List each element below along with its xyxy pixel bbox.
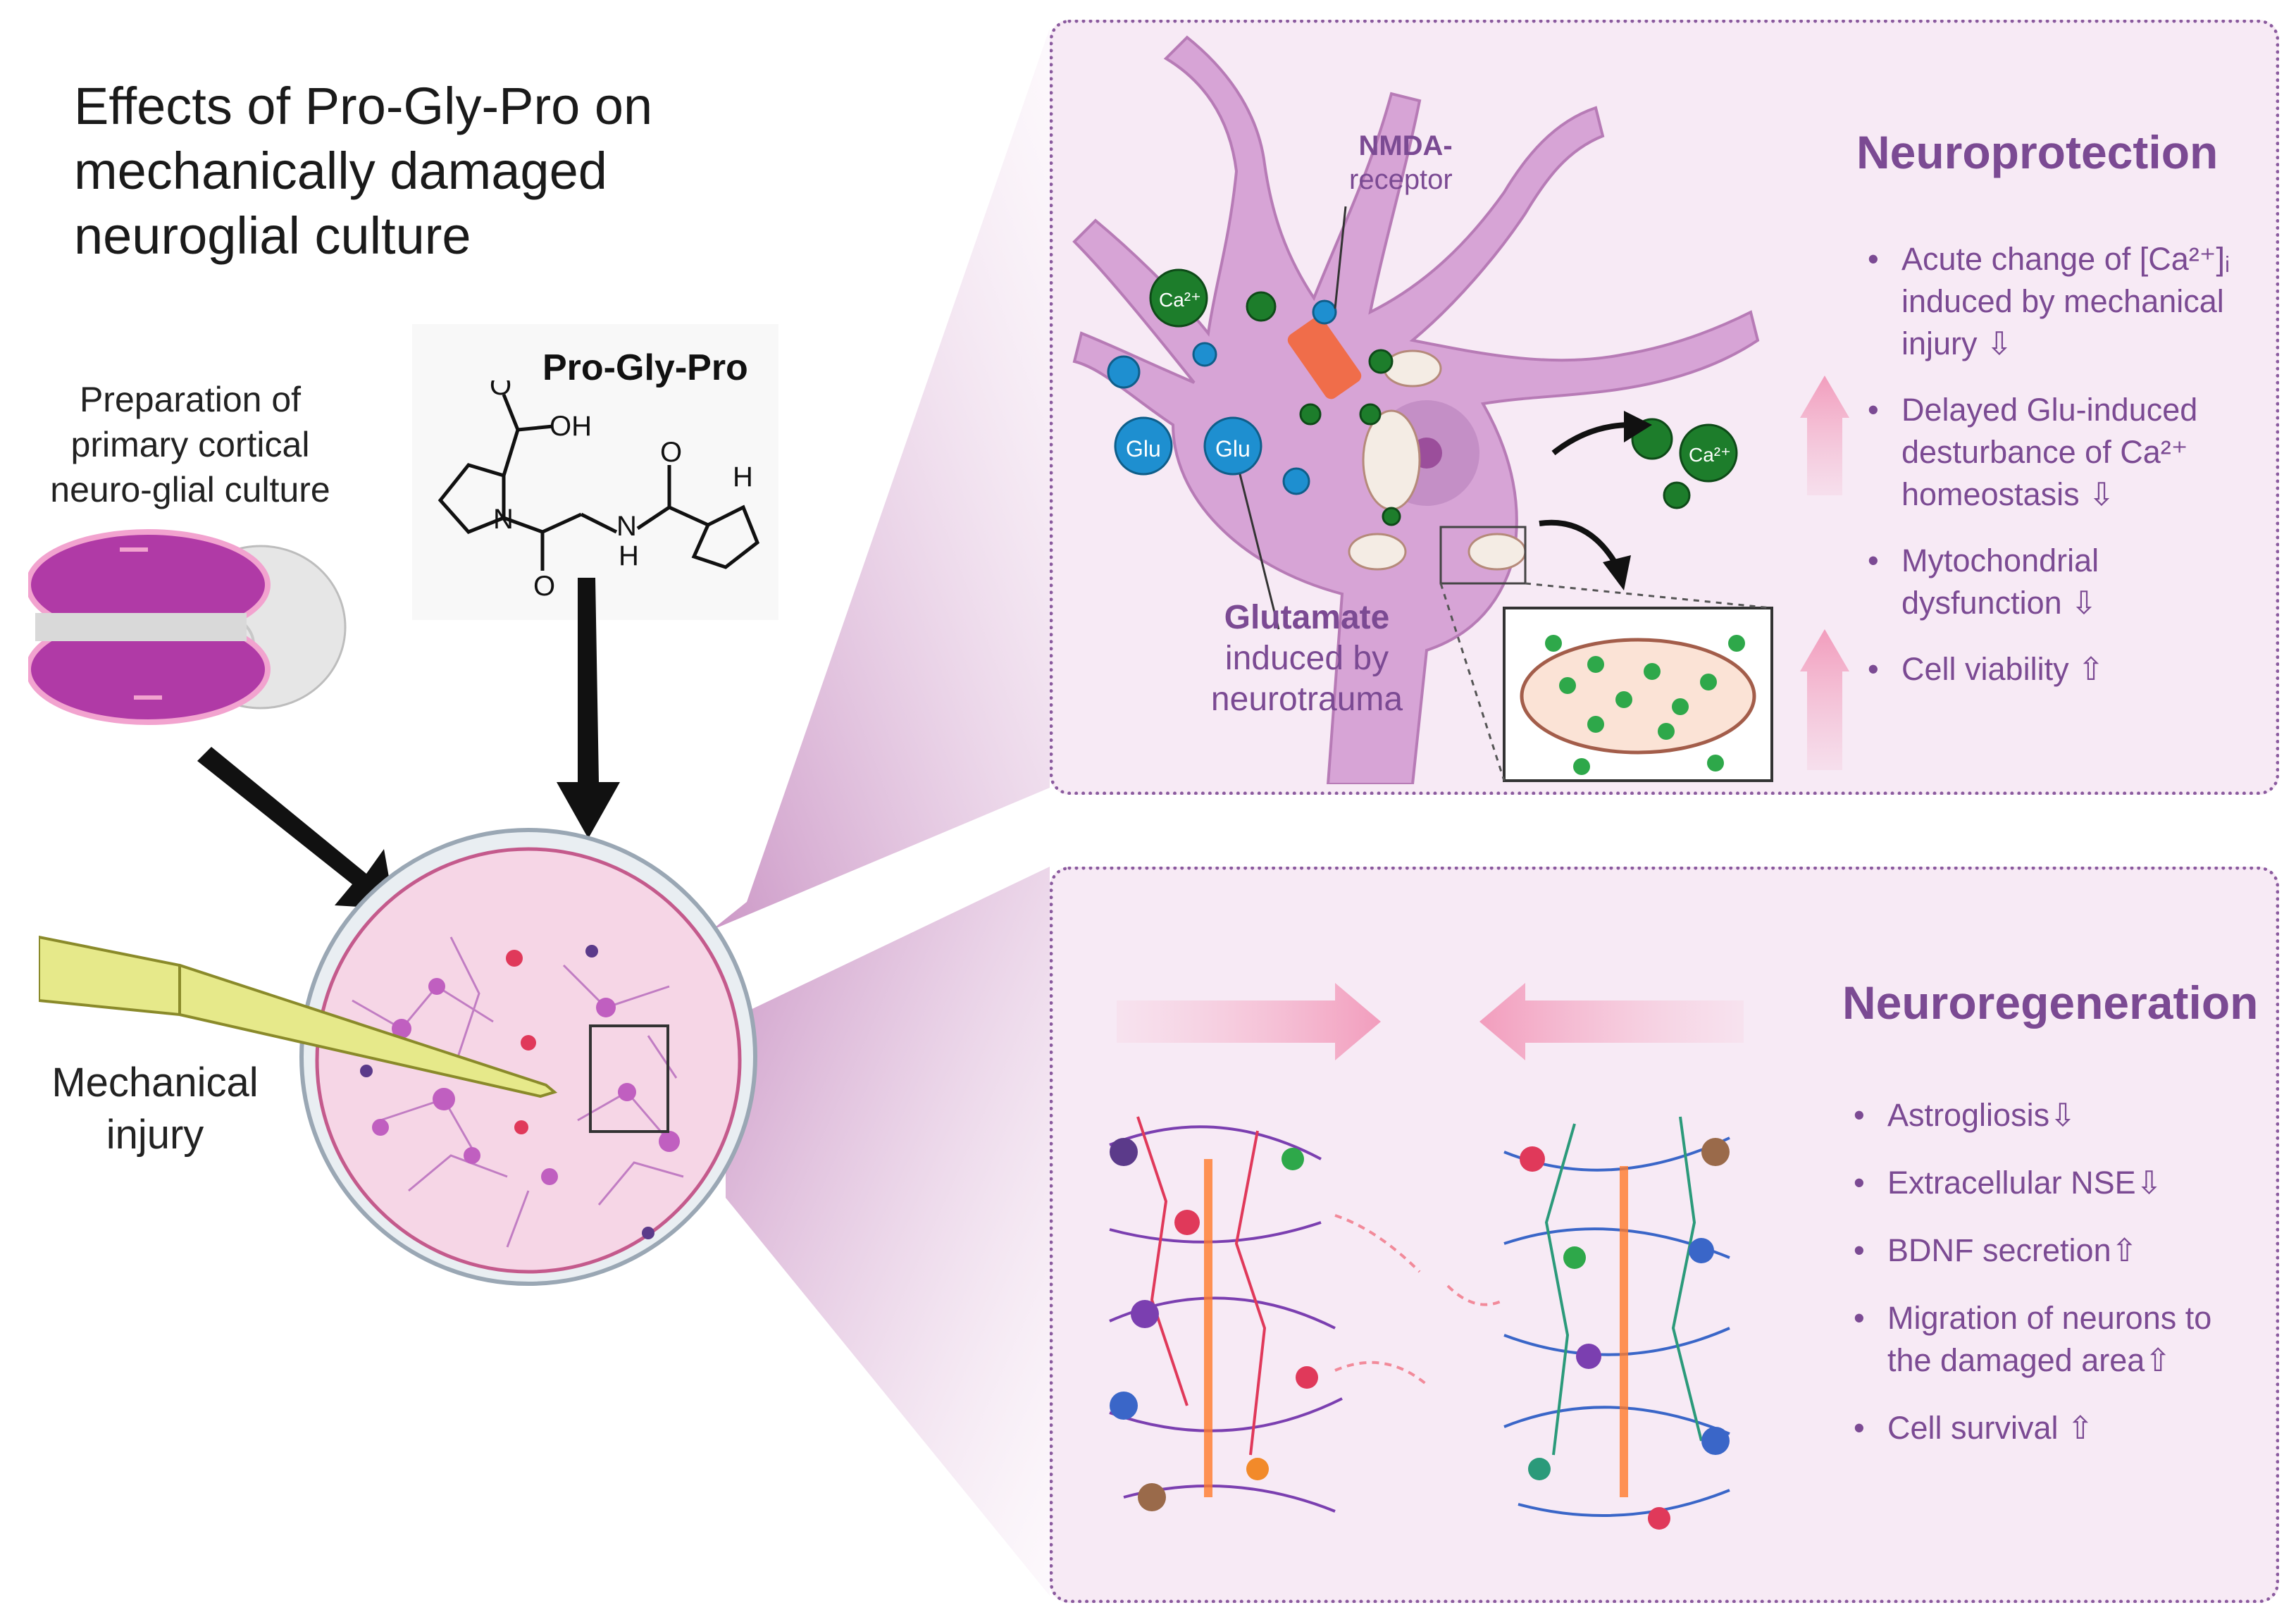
neuroprotection-item: Mytochondrial dysfunction ⇩	[1863, 540, 2244, 624]
compound-label: Pro-Gly-Pro	[542, 347, 748, 388]
neuroprotection-item: Cell viability ⇧	[1863, 648, 2244, 690]
preparation-label: Preparation of primary cortical neuro-gl…	[50, 380, 330, 509]
zoom-funnel-bottom	[726, 867, 1050, 1596]
arrow-compound-to-dish	[557, 578, 620, 838]
neuroprotection-item: Delayed Glu-induced desturbance of Ca²⁺ …	[1863, 389, 2244, 516]
structure-n2: N	[616, 511, 637, 542]
page-title: Effects of Pro-Gly-Pro on mechanically d…	[74, 77, 653, 265]
structure-o3: O	[660, 437, 682, 468]
structure-h1: H	[619, 540, 639, 571]
arrow-brain-to-dish	[197, 747, 395, 909]
glu-label-1: Glu	[1126, 436, 1161, 461]
injury-label: Mechanical injury	[51, 1060, 259, 1158]
up-arrows	[1800, 376, 1849, 770]
ca-label-2: Ca²⁺	[1689, 444, 1731, 466]
structure-oh: OH	[550, 411, 592, 442]
nmda-label-2: receptor	[1349, 164, 1453, 195]
glutamate-label: Glutamate	[1224, 599, 1390, 636]
structure-h2: H	[733, 461, 753, 492]
regenerating-culture	[1109, 1116, 1730, 1530]
neuroprotection-panel: Glu Glu Ca²⁺ Ca²⁺ NMDA- receptor Glutama…	[1050, 20, 2279, 795]
neuroregeneration-item: BDNF secretion⇧	[1849, 1229, 2258, 1272]
nmda-label: NMDA-	[1358, 130, 1453, 161]
structure-o1: O	[490, 380, 511, 401]
neuroregeneration-item: Astrogliosis⇩	[1849, 1094, 2258, 1136]
glutamate-sub2: neurotrauma	[1210, 681, 1403, 718]
neuroregeneration-item: Cell survival ⇧	[1849, 1407, 2258, 1449]
ca-label-1: Ca²⁺	[1159, 289, 1201, 311]
structure-box	[412, 324, 778, 620]
glutamate-sub1: induced by	[1224, 640, 1389, 677]
zoom-funnel-top	[712, 28, 1050, 930]
neuroregeneration-heading: Neuroregeneration	[1842, 977, 2259, 1029]
structure-n1: N	[493, 504, 514, 535]
pro-gly-pro-structure: O OH N O N H O H	[438, 380, 760, 602]
glu-label-2: Glu	[1215, 436, 1251, 461]
convergence-arrows	[1117, 983, 1744, 1060]
neuron-illustration: Glu Glu Ca²⁺ Ca²⁺	[1072, 35, 1773, 784]
petri-dish	[299, 828, 757, 1286]
structure-o2: O	[533, 571, 555, 602]
zoom-box	[589, 1024, 669, 1133]
neuroregeneration-item: Extracellular NSE⇩	[1849, 1162, 2258, 1204]
brain-illustration	[28, 529, 347, 725]
neuroregeneration-panel: Neuroregeneration Astrogliosis⇩ Extracel…	[1050, 867, 2279, 1603]
neuroprotection-heading: Neuroprotection	[1856, 126, 2219, 178]
neuroprotection-item: Acute change of [Ca²⁺]ᵢ induced by mecha…	[1863, 238, 2244, 365]
neuroregeneration-item: Migration of neurons to the damaged area…	[1849, 1297, 2258, 1382]
pipette-tip	[39, 935, 558, 1098]
